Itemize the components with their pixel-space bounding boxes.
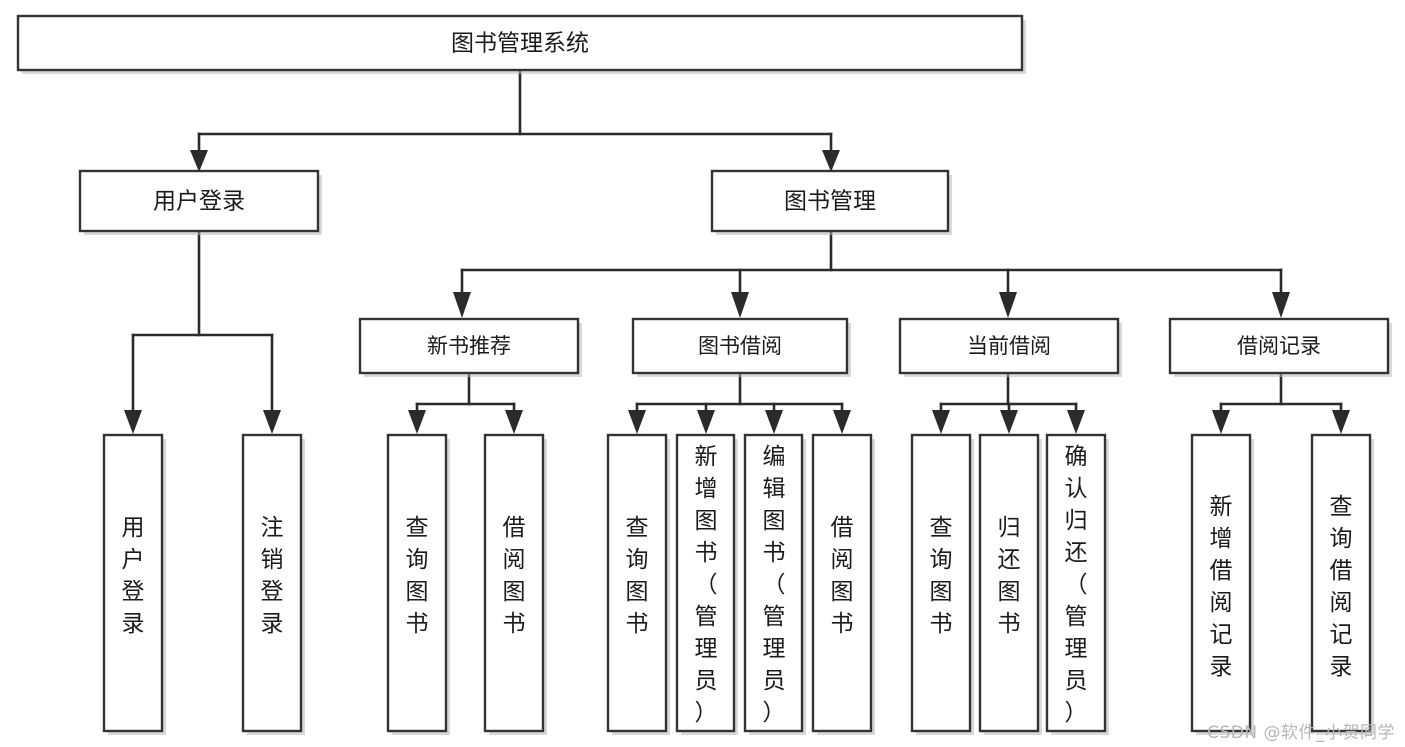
leaf-user-login-1[interactable]: 用户登录: [102, 433, 166, 735]
leaf-box: [483, 433, 545, 733]
arrowhead-rec2-1: [1212, 410, 1230, 434]
arrowhead-cur-2: [1000, 410, 1018, 434]
leaf-box: [675, 433, 736, 733]
node-book-borrow[interactable]: 图书借阅: [631, 317, 851, 377]
node-user-login[interactable]: 用户登录: [78, 169, 322, 235]
leaf-box: [241, 433, 303, 733]
borrow-record-box: [1168, 317, 1390, 375]
root-box: [16, 14, 1024, 72]
leaf-label: 注销登录: [261, 515, 284, 637]
root-label: 图书管理系统: [451, 31, 589, 57]
leaf-box: [978, 433, 1040, 733]
leaf-book-borrow-2[interactable]: 新增图书（管理员）: [675, 433, 738, 735]
arrowhead-cur-1: [932, 410, 950, 434]
new-book-recommend-label: 新书推荐: [427, 334, 511, 358]
leaf-borrow-record-1[interactable]: 新增借阅记录: [1190, 433, 1254, 735]
node-current-borrow[interactable]: 当前借阅: [898, 317, 1122, 377]
leaf-box: [386, 433, 448, 733]
leaf-box: [1190, 433, 1252, 733]
leaf-label: 用户登录: [122, 515, 145, 637]
arrowhead-rec2-2: [1332, 410, 1350, 434]
leaf-label: 新增图书（管理员）: [695, 444, 718, 726]
book-borrow-label: 图书借阅: [698, 334, 782, 358]
leaf-label: 编辑图书（管理员）: [763, 444, 786, 726]
arrowhead-login-leaf-2: [263, 410, 281, 434]
book-borrow-box: [631, 317, 849, 375]
leaf-recommend-1[interactable]: 查询图书: [386, 433, 450, 735]
leaf-book-borrow-1[interactable]: 查询图书: [606, 433, 670, 735]
leaf-box: [811, 433, 873, 733]
leaf-label: 归还图书: [998, 515, 1021, 637]
arrowhead-bor-1: [628, 410, 646, 434]
leaf-current-borrow-2[interactable]: 归还图书: [978, 433, 1042, 735]
arrowhead-l2-2: [731, 292, 749, 318]
leaf-box: [606, 433, 668, 733]
leaf-label: 查询图书: [406, 515, 429, 637]
arrowhead-rec-2: [505, 410, 523, 434]
leaf-box: [102, 433, 164, 733]
borrow-record-label: 借阅记录: [1237, 334, 1321, 358]
leaf-box: [910, 433, 972, 733]
leaf-recommend-2[interactable]: 借阅图书: [483, 433, 547, 735]
leaf-user-login-2[interactable]: 注销登录: [241, 433, 305, 735]
new-book-recommend-box: [358, 317, 580, 375]
leaf-book-borrow-3[interactable]: 编辑图书（管理员）: [743, 433, 806, 735]
leaf-current-borrow-1[interactable]: 查询图书: [910, 433, 974, 735]
leaf-book-borrow-4[interactable]: 借阅图书: [811, 433, 875, 735]
leaf-label: 查询图书: [930, 515, 953, 637]
node-borrow-record[interactable]: 借阅记录: [1168, 317, 1392, 377]
leaf-label: 确认归还（管理员）: [1065, 444, 1088, 726]
leaf-box: [743, 433, 804, 733]
arrowhead-login: [190, 150, 208, 172]
arrowhead-bookmgmt: [822, 150, 840, 172]
node-root[interactable]: 图书管理系统: [16, 14, 1026, 74]
leaf-label: 查询借阅记录: [1330, 494, 1353, 680]
leaf-label: 新增借阅记录: [1210, 494, 1233, 680]
book-management-label: 图书管理: [784, 189, 876, 215]
node-book-management[interactable]: 图书管理: [710, 169, 952, 235]
arrowhead-l2-1: [453, 292, 471, 318]
user-login-label: 用户登录: [153, 189, 245, 215]
arrowhead-bor-4: [833, 410, 851, 434]
leaf-current-borrow-3[interactable]: 确认归还（管理员）: [1045, 433, 1109, 735]
arrowhead-login-leaf-1: [124, 410, 142, 434]
connector-layer: [124, 68, 1350, 434]
node-new-book-recommend[interactable]: 新书推荐: [358, 317, 582, 377]
leaf-box: [1310, 433, 1372, 733]
book-management-box: [710, 169, 950, 233]
arrowhead-bor-3: [765, 410, 783, 434]
arrowhead-rec-1: [408, 410, 426, 434]
leaf-label: 查询图书: [626, 515, 649, 637]
leaf-label: 借阅图书: [503, 515, 526, 637]
arrowhead-l2-4: [1272, 292, 1290, 318]
leaf-borrow-record-2[interactable]: 查询借阅记录: [1310, 433, 1374, 735]
leaf-box: [1045, 433, 1107, 733]
leaf-label: 借阅图书: [831, 515, 854, 637]
user-login-box: [78, 169, 320, 233]
current-borrow-box: [898, 317, 1120, 375]
arrowhead-bor-2: [697, 410, 715, 434]
arrowhead-l2-3: [999, 292, 1017, 318]
arrowhead-cur-3: [1067, 410, 1085, 434]
current-borrow-label: 当前借阅: [967, 334, 1051, 358]
